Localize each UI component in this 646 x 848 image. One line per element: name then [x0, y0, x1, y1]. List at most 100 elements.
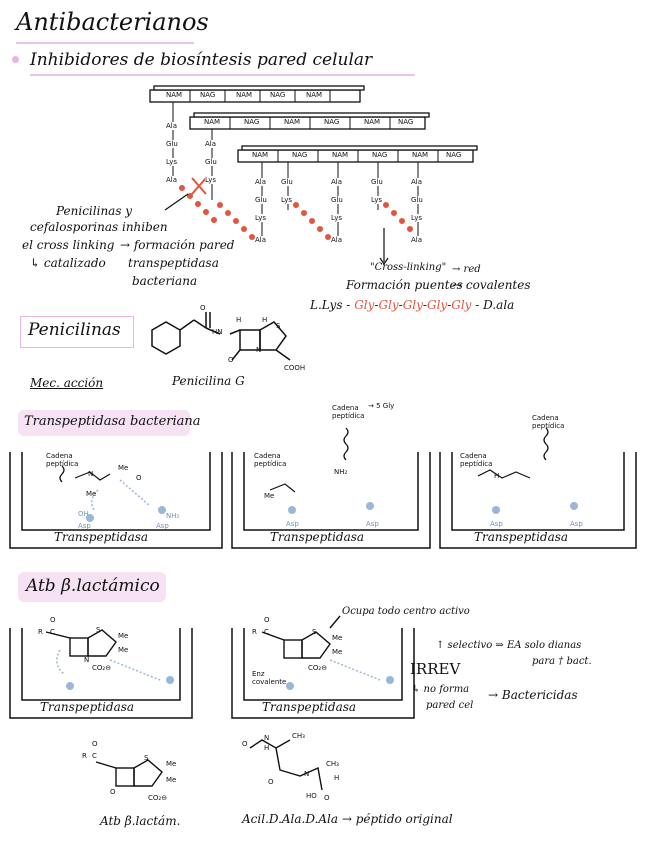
atom-label: HN — [212, 328, 223, 336]
atom-label: O — [228, 356, 234, 364]
glu-label: Glu — [166, 140, 178, 148]
chain-end: - D.ala — [475, 298, 515, 312]
ala-label: Ala — [255, 236, 267, 244]
atom-label: Asp — [366, 520, 379, 528]
atom-label: N — [264, 734, 270, 742]
cadena-label: Cadena peptídica — [460, 452, 493, 468]
atom-label: N — [88, 470, 94, 478]
nag-label: NAG — [446, 151, 462, 159]
nag-label: NAG — [398, 118, 414, 126]
compound-name: Penicilina G — [172, 374, 245, 388]
atom-label: Me — [86, 490, 97, 498]
enzyme-label: Transpeptidasa — [474, 530, 569, 544]
atom-label: CH₃ — [326, 760, 339, 768]
lys-label: Lys — [205, 176, 217, 184]
penicilinas-box — [20, 316, 134, 348]
annot-line: → formación pared — [120, 238, 235, 252]
gly-chain: L.Lys - Gly-Gly-Gly-Gly-Gly - D.ala — [310, 298, 515, 312]
gly-annot: → 5 Gly — [368, 402, 395, 410]
nag-label: NAG — [270, 91, 286, 99]
nam-label: NAM — [166, 91, 183, 99]
cadena-label: Cadena peptídica — [532, 414, 565, 430]
atom-label: CO₂⊖ — [308, 664, 328, 672]
glu-label: Glu — [371, 178, 383, 186]
enz-coval-label: Enz covalente — [252, 670, 287, 686]
atom-label: CO₂⊖ — [148, 794, 168, 802]
enzyme-label: Transpeptidasa — [270, 530, 365, 544]
irrev-label: IRREV — [410, 660, 461, 678]
atom-label: S — [276, 322, 281, 330]
gly-residue: Gly — [354, 298, 375, 312]
nag-label: NAG — [292, 151, 308, 159]
atom-label: Me — [332, 648, 343, 656]
note-line: ↑ selectivo ⇒ EA solo dianas — [436, 640, 582, 651]
atom-label: C — [92, 752, 97, 760]
annot-line: cefalosporinas inhiben — [30, 220, 168, 234]
atom-label: Me — [118, 646, 129, 654]
lys-label: Lys — [331, 214, 343, 222]
atom-label: R — [38, 628, 43, 636]
bottom-label-1: Atb β.lactám. — [100, 814, 181, 828]
nam-label: NAM — [252, 151, 269, 159]
ala-label: Ala — [411, 178, 423, 186]
glu-label: Glu — [205, 158, 217, 166]
atom-label: R — [82, 752, 87, 760]
atom-label: S — [312, 628, 317, 636]
atom-label: R — [252, 628, 257, 636]
atom-label: H — [236, 316, 242, 324]
gly-residue: Gly — [378, 298, 399, 312]
atom-label: H — [494, 472, 500, 480]
glu-label: Glu — [255, 196, 267, 204]
atom-label: H — [334, 774, 340, 782]
lys-label: Lys — [371, 196, 383, 204]
atom-label: CH₃ — [292, 732, 305, 740]
penicilinas-heading: Penicilinas — [28, 320, 121, 340]
nag-label: NAG — [200, 91, 216, 99]
atom-label: O — [200, 304, 206, 312]
atom-label: S — [144, 754, 149, 762]
atom-label: CO₂⊖ — [92, 664, 112, 672]
ala-label: Ala — [411, 236, 423, 244]
ala-label: Ala — [255, 178, 267, 186]
atom-label: N — [256, 346, 262, 354]
ocupa-label: Ocupa todo centro activo — [342, 606, 470, 617]
bactericidas-label: → Bactericidas — [488, 688, 578, 702]
lys-label: Lys — [255, 214, 267, 222]
ala-label: Ala — [166, 122, 178, 130]
atom-label: Asp — [78, 522, 91, 530]
nam-label: NAM — [332, 151, 349, 159]
atom-label: COOH — [284, 364, 306, 372]
bullet-icon — [12, 56, 19, 63]
annot-line: transpeptidasa — [128, 256, 219, 270]
atom-label: C — [264, 628, 269, 636]
crosslink-label: "Cross-linking" — [370, 262, 447, 273]
nag-label: NAG — [372, 151, 388, 159]
atom-label: O — [264, 616, 270, 624]
enzyme-label: Transpeptidasa — [40, 700, 135, 714]
gly-residue: Gly — [426, 298, 448, 312]
lys-label: Lys — [411, 214, 423, 222]
atom-label: H — [264, 744, 270, 752]
ala-label: Ala — [331, 236, 343, 244]
atom-label: O — [110, 788, 116, 796]
atom-label: O — [136, 474, 142, 482]
annot-line: el cross linking — [22, 238, 115, 252]
atom-label: NH₂ — [334, 468, 348, 476]
cadena-label: Cadena peptídica — [332, 404, 365, 420]
annot-line: → red — [452, 264, 481, 275]
nam-label: NAM — [204, 118, 221, 126]
nam-label: NAM — [236, 91, 253, 99]
atom-label: C — [50, 628, 55, 636]
atom-label: Me — [166, 776, 177, 784]
annot-line: ↳ catalizado — [30, 256, 106, 270]
nam-label: NAM — [412, 151, 429, 159]
atom-label: Asp — [570, 520, 583, 528]
atom-label: O — [324, 794, 330, 802]
atom-label: O — [50, 616, 56, 624]
betalactam-heading-bg — [18, 572, 166, 602]
atom-label: Asp — [286, 520, 299, 528]
atom-label: HO — [306, 792, 317, 800]
subtitle-underline — [30, 74, 415, 76]
cadena-label: Cadena peptídica — [254, 452, 287, 468]
